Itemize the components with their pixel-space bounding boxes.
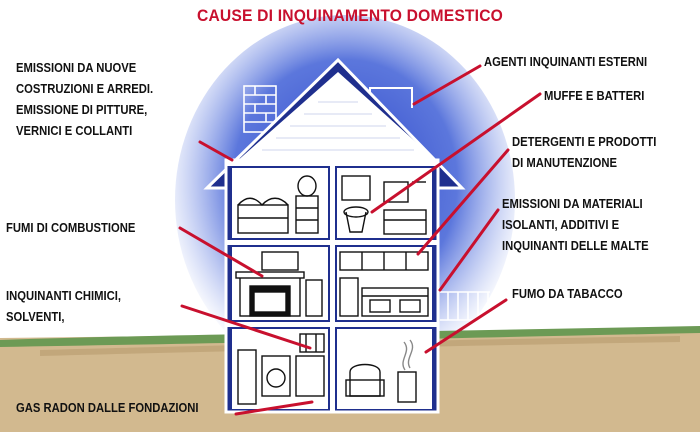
label-line: DETERGENTI E PRODOTTI <box>512 135 657 149</box>
label-line: EMISSIONI DA MATERIALI <box>502 197 643 211</box>
label-line: EMISSIONI DA NUOVE <box>16 61 137 75</box>
label-line: GAS RADON DALLE FONDAZIONI <box>16 401 199 415</box>
roof-inner <box>236 72 438 162</box>
label-line: COSTRUZIONI E ARREDI. <box>16 82 154 96</box>
pointer-radon <box>234 400 314 416</box>
label-line: FUMO DA TABACCO <box>512 287 623 301</box>
label-line: AGENTI INQUINANTI ESTERNI <box>484 55 648 69</box>
living-room <box>235 251 323 317</box>
pointer-lines <box>178 64 542 416</box>
label-insulating-materials: EMISSIONI DA MATERIALI ISOLANTI, ADDITIV… <box>502 194 649 257</box>
bedroom <box>237 175 319 234</box>
label-line: INQUINANTI DELLE MALTE <box>502 239 649 253</box>
pointer-external <box>412 64 482 106</box>
pointer-combustion <box>178 226 264 278</box>
bathroom <box>341 175 427 235</box>
label-new-buildings: EMISSIONI DA NUOVE COSTRUZIONI E ARREDI.… <box>16 58 153 142</box>
label-line: DI MANUTENZIONE <box>512 156 618 170</box>
basement-laundry <box>237 333 325 405</box>
label-line: SOLVENTI, <box>6 310 65 324</box>
label-line: INQUINANTI CHIMICI, <box>6 289 122 303</box>
diagram-title: CAUSE DI INQUINAMENTO DOMESTICO <box>196 6 504 25</box>
label-combustion: FUMI DI COMBUSTIONE <box>6 218 135 239</box>
label-molds-bacteria: MUFFE E BATTERI <box>544 86 644 107</box>
chimney <box>243 85 277 133</box>
label-detergents: DETERGENTI E PRODOTTI DI MANUTENZIONE <box>512 132 656 174</box>
pointer-new-buildings <box>198 140 234 162</box>
label-line: FUMI DI COMBUSTIONE <box>6 221 136 235</box>
pointer-chemicals <box>180 304 312 350</box>
pointer-detergents <box>416 148 510 256</box>
label-line: VERNICI E COLLANTI <box>16 124 133 138</box>
kitchen <box>339 251 429 317</box>
porch-railing <box>440 291 490 321</box>
floor-slabs <box>226 160 438 412</box>
label-line: MUFFE E BATTERI <box>544 89 645 103</box>
label-tobacco-smoke: FUMO DA TABACCO <box>512 284 623 305</box>
label-line: EMISSIONE DI PITTURE, <box>16 103 148 117</box>
label-radon: GAS RADON DALLE FONDAZIONI <box>16 398 199 419</box>
pointer-molds <box>370 92 542 214</box>
pointer-materials <box>438 208 500 292</box>
pointer-tobacco <box>424 298 508 354</box>
label-external-agents: AGENTI INQUINANTI ESTERNI <box>484 52 647 73</box>
label-line: ISOLANTI, ADDITIVI E <box>502 218 620 232</box>
basement-lounge <box>345 339 417 403</box>
label-chemicals: INQUINANTI CHIMICI, SOLVENTI, <box>6 286 121 328</box>
roof-hatch <box>262 101 414 151</box>
